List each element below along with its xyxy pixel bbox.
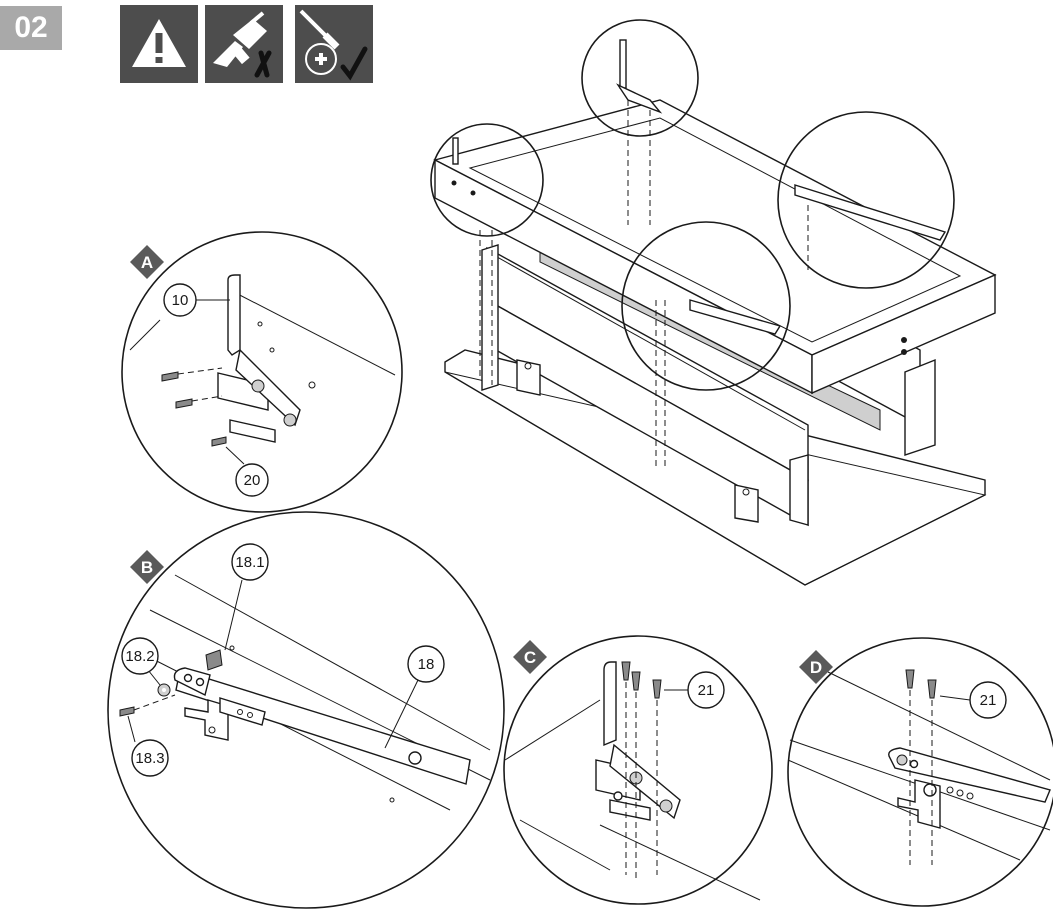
detail-d: 21 D (787, 637, 1053, 907)
callout-21-c-circle (687, 671, 725, 709)
callout-20-circle (235, 463, 269, 497)
bed-frame-assembly (430, 19, 997, 586)
power-drill-crossed-icon (205, 5, 283, 83)
detail-a-letter: A (141, 253, 153, 272)
warning-icon (120, 5, 198, 83)
detail-c: 21 C (503, 635, 773, 905)
step-number-badge: 02 (0, 6, 62, 50)
detail-b-letter: B (141, 558, 153, 577)
screwdriver-check-icon (295, 5, 373, 83)
callout-10-circle (163, 283, 197, 317)
callout-21-c: 21 (698, 682, 715, 699)
callout-18-circle (407, 645, 445, 683)
callout-18-1: 18.1 (235, 554, 264, 571)
callout-21-d-circle (969, 681, 1007, 719)
detail-a: 10 20 A (121, 231, 403, 513)
callout-18-1-circle (231, 543, 269, 581)
callout-10: 10 (172, 292, 189, 309)
detail-d-letter: D (810, 658, 822, 677)
callout-18-2: 18.2 (125, 648, 154, 665)
callout-20: 20 (244, 472, 261, 489)
detail-b: 18.1 18.2 18.3 18 B (107, 511, 505, 909)
callout-18: 18 (418, 656, 435, 673)
callout-21-d: 21 (980, 692, 997, 709)
callout-18-2-circle (121, 637, 159, 675)
callout-18-3-circle (131, 739, 169, 777)
detail-c-letter: C (524, 648, 536, 667)
callout-18-3: 18.3 (135, 750, 164, 767)
